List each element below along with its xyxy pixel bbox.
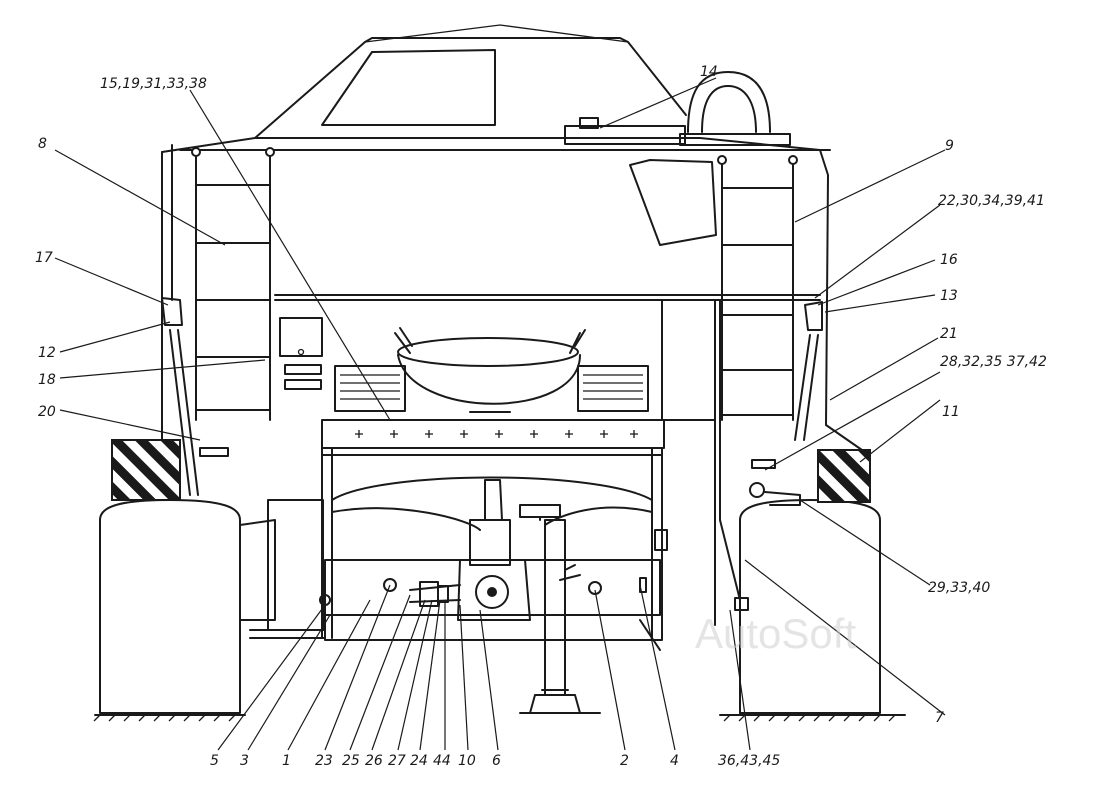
markers <box>319 564 647 606</box>
callout-label: 11 <box>942 404 960 420</box>
tow-hitch <box>409 479 531 621</box>
left-wheel <box>99 499 276 714</box>
callout-label: 44 <box>433 753 451 769</box>
callout-label: 2 <box>620 753 629 769</box>
callout-label: 22,30,34,39,41 <box>938 193 1045 209</box>
callout-label: 18 <box>38 372 56 388</box>
callout-label: 5 <box>210 753 219 769</box>
right-wheel <box>739 499 881 714</box>
callout-label: 25 <box>342 753 360 769</box>
warning-plates <box>111 439 871 503</box>
left-ladder <box>191 147 275 421</box>
callout-label: 12 <box>38 345 56 361</box>
ground-lines <box>93 712 906 722</box>
callout-label: 27 <box>388 753 406 769</box>
callout-labels: 15,19,31,33,38 8 14 9 22,30,34,39,41 17 … <box>35 64 1047 769</box>
callout-label: 4 <box>670 753 679 769</box>
callout-label: 1 <box>282 753 291 769</box>
callout-label: 26 <box>365 753 383 769</box>
callout-label: 28,32,35 37,42 <box>940 354 1047 370</box>
leader-lines <box>54 77 946 751</box>
watermark: AutoSoft <box>695 610 856 657</box>
callout-label: 17 <box>35 250 53 266</box>
rear-bowl <box>394 327 586 413</box>
callout-label: 29,33,40 <box>928 580 990 596</box>
callout-label: 14 <box>700 64 718 80</box>
callout-label: 21 <box>940 326 958 342</box>
callout-label: 36,43,45 <box>718 753 780 769</box>
callout-label: 13 <box>940 288 958 304</box>
callout-label: 16 <box>940 252 958 268</box>
callout-label: 15,19,31,33,38 <box>100 76 207 92</box>
rear-panels <box>279 317 649 412</box>
callout-label: 6 <box>492 753 501 769</box>
callout-label: 10 <box>458 753 476 769</box>
cab-roof <box>254 24 791 146</box>
callout-label: 23 <box>315 753 333 769</box>
side-details <box>161 297 823 714</box>
callout-label: 3 <box>240 753 249 769</box>
callout-label: 24 <box>410 753 428 769</box>
callout-label: 8 <box>38 136 47 152</box>
right-ladder <box>717 155 798 421</box>
callout-label: 7 <box>935 710 944 726</box>
callout-label: 9 <box>945 138 954 154</box>
callout-label: 20 <box>38 404 56 420</box>
support-jack <box>519 504 581 714</box>
